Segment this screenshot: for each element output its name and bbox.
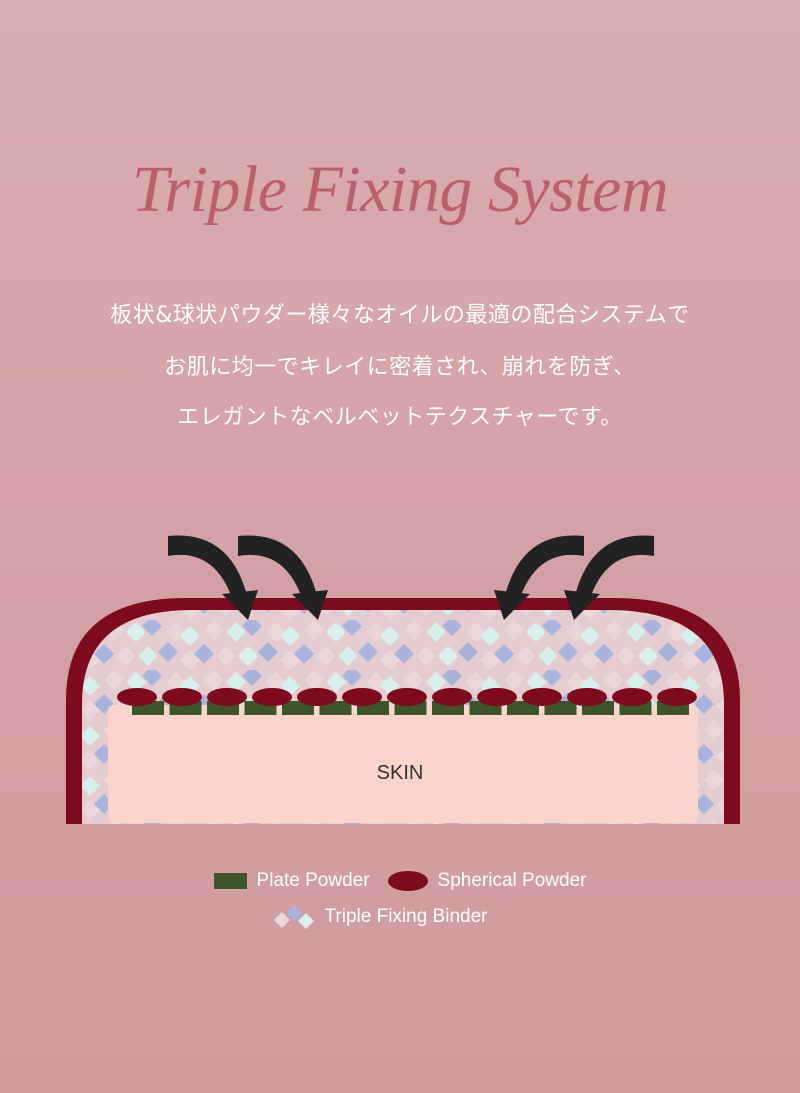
spherical-powder-particle (477, 688, 517, 706)
arrow-left-2 (238, 535, 328, 620)
spherical-powder-particle (297, 688, 337, 706)
arrow-right-2 (564, 535, 654, 620)
spherical-powder-swatch (387, 871, 428, 891)
spherical-powder-particle (342, 688, 382, 706)
legend-spherical-label: Spherical Powder (437, 870, 587, 891)
description-line-1: 板状&球状パウダー様々なオイルの最適の配合システムで (110, 303, 690, 328)
spherical-powder-particle (207, 688, 247, 706)
page-title: Triple Fixing System (131, 153, 669, 226)
legend-row-2: Triple Fixing Binder (0, 904, 800, 930)
spherical-powder-particle (522, 688, 562, 706)
spherical-powder-particle (252, 688, 292, 706)
legend-plate-label: Plate Powder (256, 870, 370, 891)
spherical-powder-particle (612, 688, 652, 706)
binder-diamond-icon (273, 905, 314, 929)
spherical-powder-group (117, 688, 697, 706)
arrow-right-1 (494, 535, 584, 620)
spherical-powder-particle (162, 688, 202, 706)
spherical-powder-particle (567, 688, 607, 706)
legend-binder-label: Triple Fixing Binder (324, 906, 488, 927)
triple-fixing-diagram: SKIN (66, 535, 740, 824)
spherical-powder-particle (432, 688, 472, 706)
arrow-group (168, 535, 654, 620)
skin-label: SKIN (377, 762, 424, 784)
spherical-powder-particle (117, 688, 157, 706)
description-line-2: お肌に均一でキレイに密着され、崩れを防ぎ、 (164, 355, 636, 380)
description-line-3: エレガントなベルベットテクスチャーです。 (177, 405, 623, 430)
plate-powder-swatch (213, 873, 247, 889)
spherical-powder-particle (657, 688, 697, 706)
skin-block (108, 705, 698, 823)
arrow-left-1 (168, 535, 258, 620)
legend-row-1: Plate Powder Spherical Powder (0, 870, 800, 892)
spherical-powder-particle (387, 688, 427, 706)
